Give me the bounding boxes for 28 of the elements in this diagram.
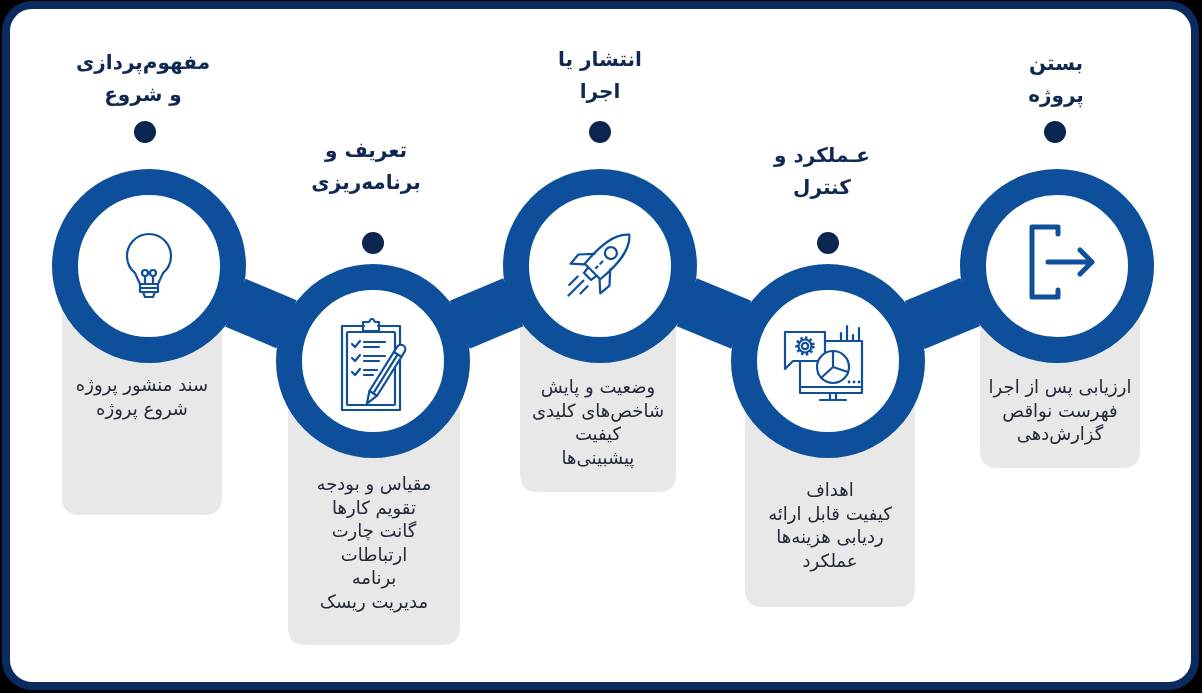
- list-item: اهداف: [806, 478, 854, 502]
- list-item: ارتباطات: [340, 542, 408, 567]
- list-item: عملکرد: [802, 548, 858, 573]
- heading: تعریف و برنامه‌ریزی: [310, 137, 422, 196]
- list-item: ارزیابی پس از اجرا: [988, 375, 1132, 399]
- list-item: تقویم کارها: [332, 495, 416, 520]
- list-item: گزارش‌دهی: [1016, 422, 1104, 446]
- connector: [225, 278, 297, 349]
- connector: [676, 278, 752, 349]
- list-item: پیشبینی‌ها: [561, 445, 635, 470]
- list-item: شروع پروژه: [96, 396, 188, 421]
- list-item: ردیابی هزینه‌ها: [776, 525, 884, 549]
- list-item: وضعیت و پایش: [540, 375, 656, 399]
- list-item: مدیریت ریسک: [319, 589, 429, 614]
- list-item: مقیاس و بودجه: [316, 472, 432, 496]
- list-item: سند منشور پروژه: [75, 373, 209, 397]
- heading: مفهوم‌پردازی و شروع: [75, 49, 211, 108]
- heading: عـملکرد و کنترل: [773, 142, 871, 201]
- list-item: گانت چارت: [331, 519, 417, 543]
- list-item: فهرست نواقص: [1002, 398, 1118, 423]
- heading: انتشار یا اجرا: [557, 46, 643, 105]
- connector: [449, 278, 524, 349]
- connector: [904, 278, 981, 349]
- heading: بستن پروژه: [1027, 50, 1085, 110]
- list-item: کیفیت: [574, 422, 622, 446]
- list-item: کیفیت قابل ارائه: [768, 501, 892, 526]
- list-item: شاخص‌های کلیدی: [532, 398, 664, 423]
- list-item: برنامه: [351, 566, 397, 590]
